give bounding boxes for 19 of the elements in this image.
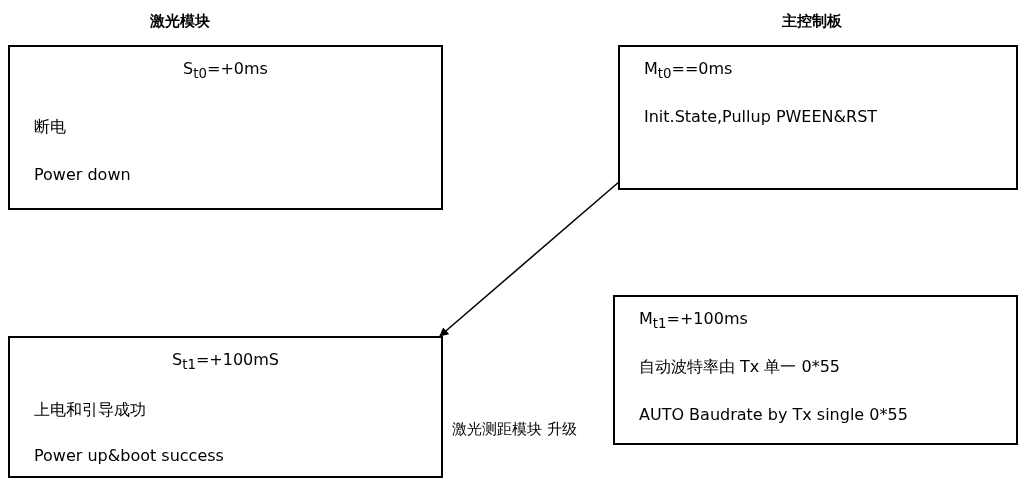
state-box [613, 295, 1018, 445]
description-text: 自动波特率由 Tx 单一 0*55 [639, 357, 841, 378]
column-heading: 激光模块 [150, 12, 210, 31]
time-label: S$_{t1}$=+100mS [171, 350, 280, 373]
description-text: Power up&boot success [34, 446, 224, 465]
description-text: Init.State,Pullup PWEEN&RST [644, 107, 878, 126]
column-heading: 主控制板 [782, 12, 842, 31]
time-label: M$_{t0}$==0ms [644, 59, 733, 82]
arrow [439, 182, 619, 337]
state-box [8, 336, 443, 478]
time-label: S$_{t0}$=+0ms [182, 59, 269, 82]
description-text: AUTO Baudrate by Tx single 0*55 [639, 405, 908, 424]
time-label: M$_{t1}$=+100ms [639, 309, 748, 332]
state-box [8, 45, 443, 210]
description-text: 断电 [34, 117, 66, 138]
state-box [618, 45, 1018, 190]
description-text: Power down [34, 165, 131, 184]
caption-text: 激光测距模块 升级 [452, 420, 577, 439]
description-text: 上电和引导成功 [34, 400, 146, 421]
